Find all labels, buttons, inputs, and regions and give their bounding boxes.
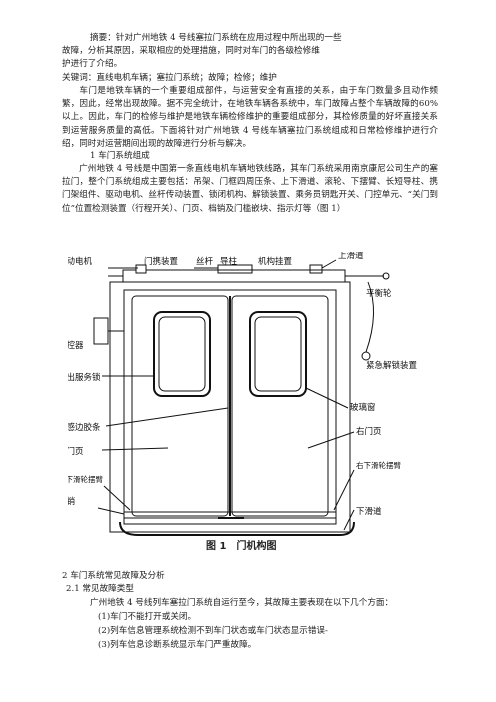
label-door-controller: 门控器 (68, 340, 84, 351)
leader-lower-rail (343, 509, 355, 531)
label-left-door: 左门页 (68, 446, 84, 457)
leader-left-door (101, 447, 169, 451)
label-upper-rail: 上滑道 (338, 252, 364, 261)
section2-intro: 广州地铁 4 号线列车塞拉门系统自运行至今，其故障主要表现在以下几个方面： (90, 598, 394, 608)
label-mechanism-base: 机构挂置 (258, 256, 293, 267)
intro-paragraph: 车门是地铁车辆的一个重要组成部件，与运营安全有直接的关系，由于车门数量多且动作频… (62, 85, 438, 151)
leader-right-door (307, 431, 355, 449)
label-sensitive-edge: 敏感边胶条 (68, 422, 101, 433)
emergency-handle (361, 351, 371, 361)
leader-sensitive-edge (105, 407, 229, 427)
upper-rail-block (309, 264, 323, 274)
section2-item-2: (2)列车信息管理系统检测不到车门状态或车门状态显示错误- (98, 626, 328, 636)
leader-right-arm (333, 469, 355, 511)
right-glass-window (249, 311, 307, 397)
door-inner-frame (123, 289, 337, 525)
section2-heading: 2 车门系统常见故障及分析 (62, 571, 165, 581)
left-door-leaf (131, 295, 229, 517)
label-isolation-device: 退出服务锁 (68, 372, 101, 383)
section2-item-3: (3)列车信息诊断系统显示车门严重故障。 (98, 640, 257, 650)
label-drive-motor: 驱动电机 (68, 256, 93, 267)
keywords: 关键词：直线电机车辆；塞拉门系统；故障；检修；维护 (62, 73, 277, 83)
emergency-cable (365, 281, 375, 353)
balance-wheel-mark (382, 272, 390, 280)
label-emergency-unlock: 紧急解锁装置 (366, 360, 418, 371)
door-frame (109, 281, 351, 533)
door-controller-box (93, 317, 109, 345)
motor-block (135, 264, 147, 274)
label-left-lower-arm: 左下滑轮摆臂 (68, 474, 103, 484)
abstract-line-1: 摘要：针对广州地铁 4 号线塞拉门系统在应用过程中所出现的一些 (90, 33, 342, 43)
right-window-inner (254, 316, 302, 392)
section2-sub-heading: 2.1 常见故障类型 (66, 584, 134, 594)
abstract-line-2: 故障，分析其原因，采取相应的处理措施，同时对车门的各级检修维 (62, 46, 320, 56)
label-lead-screw: 导柱 (220, 256, 238, 267)
label-balance-wheel: 平衡轮 (366, 288, 392, 299)
right-door-leaf (231, 295, 329, 517)
door-mechanism-figure: 驱动电机 门携装置 丝杆 导柱 机构挂置 上滑道 平衡轮 紧急解锁装置 门控器 … (68, 252, 418, 536)
label-right-lower-arm: 右下滑轮摆臂 (356, 460, 401, 470)
label-lower-rail: 下滑道 (356, 506, 382, 517)
left-window-inner (158, 316, 206, 392)
carrier-block (217, 264, 253, 274)
section1-paragraph: 广州地铁 4 号线是中国第一条直线电机车辆地铁线路，其车门系统采用南京康尼公司生… (62, 163, 438, 216)
label-glass-window: 玻璃窗 (350, 402, 376, 413)
label-carrier: 门携装置 (144, 256, 179, 267)
section2-item-1: (1)车门不能打开或关闭。 (98, 612, 197, 622)
mechanism-beam (122, 269, 346, 283)
left-glass-window (153, 311, 211, 397)
label-right-door: 右门页 (356, 426, 382, 437)
label-screw: 丝杆 (196, 256, 214, 267)
leader-left-arm (103, 485, 131, 511)
leader-upper-rail (321, 259, 337, 269)
lower-rail-curve (119, 521, 355, 536)
leader-stop-pin (97, 507, 125, 515)
section1-paragraph-text: 广州地铁 4 号线是中国第一条直线电机车辆地铁线路，其车门系统采用南京康尼公司生… (62, 164, 438, 214)
intro-paragraph-text: 车门是地铁车辆的一个重要组成部件，与运营安全有直接的关系，由于车门数量多且动作频… (62, 86, 438, 149)
section1-heading: 1 车门系统组成 (90, 151, 150, 161)
abstract-line-3: 护进行了介绍。 (62, 59, 123, 69)
label-stop-pin: 档销 (68, 496, 76, 507)
leader-glass (305, 387, 349, 409)
figure1-caption: 图 1 门机构图 (206, 541, 277, 552)
